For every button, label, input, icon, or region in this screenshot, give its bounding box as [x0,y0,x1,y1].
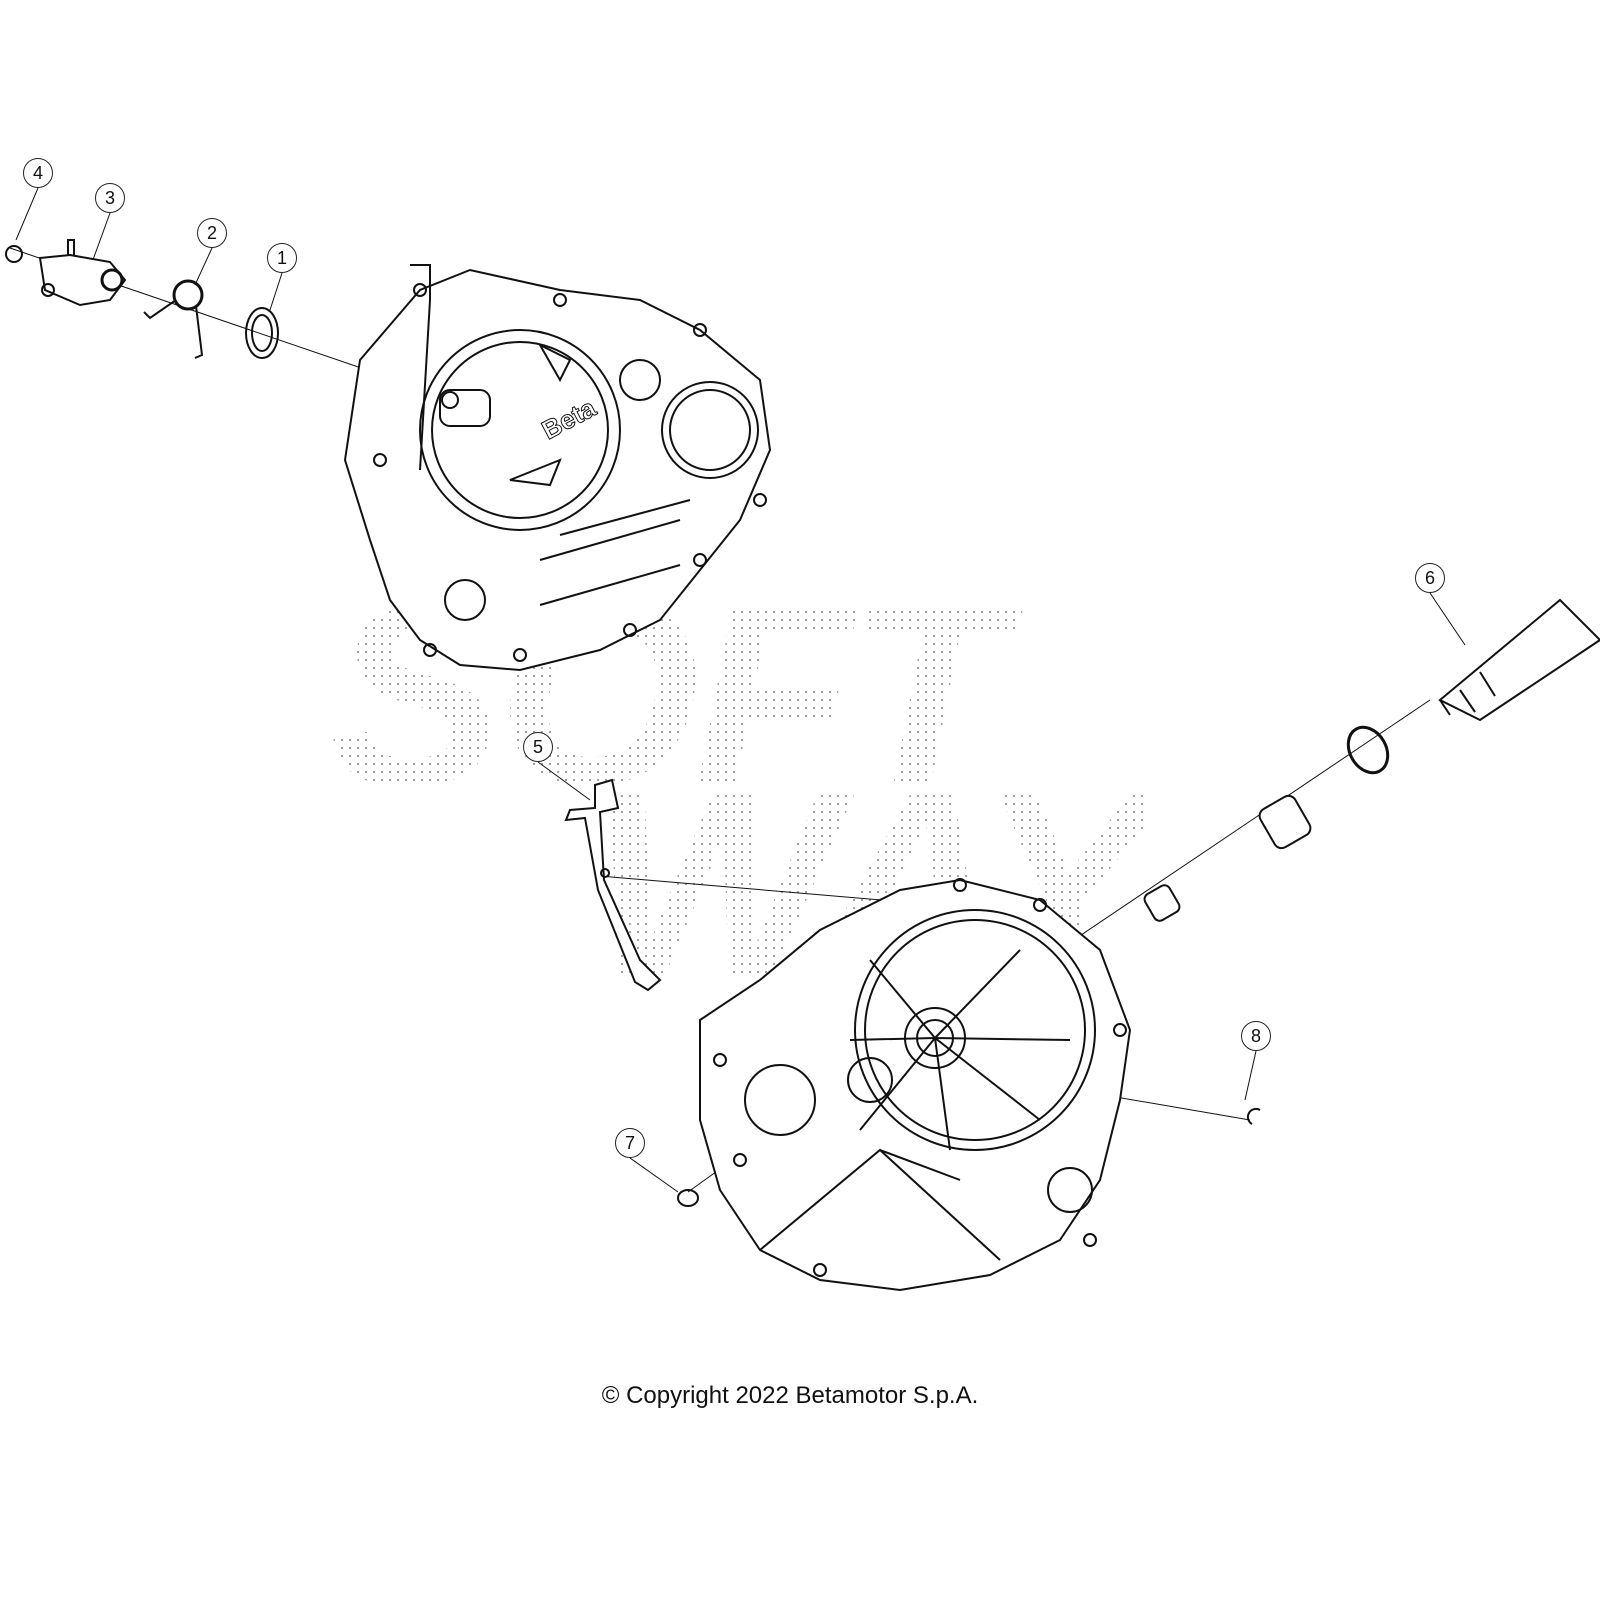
part-4-circlip [5,245,23,263]
copyright-text: © Copyright 2022 Betamotor S.p.A. [601,1382,979,1409]
callout-1[interactable]: 1 [267,243,297,273]
bearing-needle [1258,794,1312,850]
part-6-shaft [1438,598,1600,722]
callout-7[interactable]: 7 [615,1128,645,1158]
crankcase-cover [699,878,1132,1292]
part-8-clip [1246,1107,1261,1125]
part-1-washer [245,307,279,359]
callout-2[interactable]: 2 [197,218,227,248]
part-2-spring [143,279,204,359]
part-5-bracket [564,778,662,992]
callout-5[interactable]: 5 [523,732,553,762]
callout-4[interactable]: 4 [23,158,53,188]
bearing-seal [1346,725,1390,775]
part-3-lever [38,239,127,307]
clutch-cover [343,264,772,672]
bushing [1143,884,1181,922]
callout-8[interactable]: 8 [1241,1021,1271,1051]
part-7-washer [677,1189,699,1207]
callout-3[interactable]: 3 [95,183,125,213]
callout-6[interactable]: 6 [1415,563,1445,593]
